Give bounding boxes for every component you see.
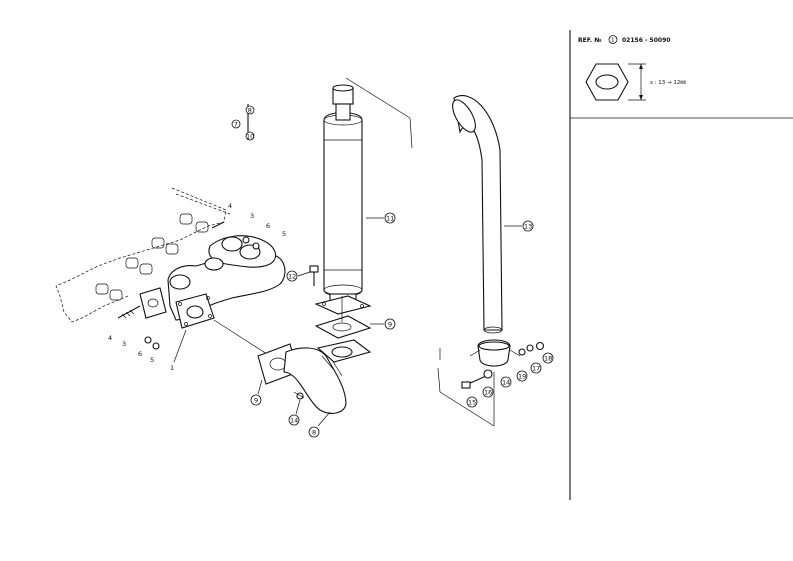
callout-14-clamp: 14 bbox=[502, 379, 510, 387]
callout-19: 19 bbox=[518, 373, 526, 381]
exhaust-manifold bbox=[139, 235, 286, 329]
reference-panel: REF. № 1 02156 - 50090 bbox=[569, 30, 793, 500]
callout-15: 15 bbox=[468, 399, 476, 407]
callout-16: 16 bbox=[484, 389, 492, 397]
ref-label: REF. № bbox=[578, 37, 602, 44]
callout-18: 18 bbox=[544, 355, 552, 363]
callout-8-elbow: 8 bbox=[312, 429, 316, 437]
callout-11: 11 bbox=[386, 215, 394, 223]
muffler-gasket bbox=[314, 315, 372, 339]
ref-circle-digit: 1 bbox=[611, 38, 615, 44]
callout-7: 7 bbox=[234, 121, 238, 129]
callout-14: 14 bbox=[290, 417, 298, 425]
exhaust-elbow bbox=[257, 339, 372, 414]
callout-6: 6 bbox=[138, 350, 142, 358]
callout-5-top: 5 bbox=[282, 230, 286, 238]
clamp-hardware bbox=[461, 341, 545, 389]
ref-number: 02156 - 50090 bbox=[622, 37, 670, 44]
callout-3-top: 3 bbox=[250, 212, 254, 220]
callout-4-left: 4 bbox=[108, 334, 112, 342]
engine-block-outline bbox=[55, 187, 231, 323]
callout-1: 1 bbox=[170, 364, 174, 372]
muffler bbox=[314, 84, 372, 315]
nut-dimension: s : 13 → 12㎜ bbox=[650, 80, 686, 86]
callout-17: 17 bbox=[532, 365, 540, 373]
callout-9-elbow: 9 bbox=[254, 397, 258, 405]
tail-pipe bbox=[452, 95, 521, 367]
callout-9-muffler: 9 bbox=[388, 321, 392, 329]
callout-3: 3 bbox=[122, 340, 126, 348]
callout-5: 5 bbox=[150, 356, 154, 364]
muffler-bolt bbox=[309, 265, 319, 286]
ref-circle bbox=[608, 35, 618, 44]
callout-4: 4 bbox=[228, 202, 232, 210]
callout-10: 10 bbox=[246, 133, 254, 141]
callout-12: 12 bbox=[288, 273, 296, 281]
manifold-studs bbox=[117, 221, 260, 350]
callout-13: 13 bbox=[524, 223, 532, 231]
nut-icon: s : 13 → 12㎜ bbox=[585, 63, 686, 101]
callout-6-top: 6 bbox=[266, 222, 270, 230]
callout-8: 8 bbox=[248, 107, 252, 115]
callouts: 8 7 10 11 13 12 9 9 14 8 15 16 14 19 bbox=[108, 105, 554, 438]
